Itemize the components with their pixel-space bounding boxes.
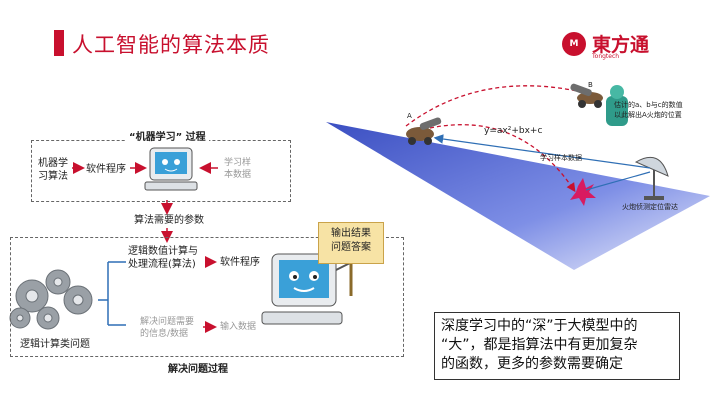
machine-learning-heading: “机器学习” 过程: [126, 128, 209, 143]
radar-line-to-cannon: [433, 134, 651, 169]
learning-samples-label: 学习样本数据: [224, 158, 252, 180]
computer-large-icon: [261, 253, 353, 325]
summary-line-2: “大”，都是指算法中有更加复杂: [441, 337, 638, 353]
summary-line-1: 深度学习中的“深”于大模型中的: [441, 318, 638, 334]
cannon-b-icon: [570, 83, 603, 108]
ml-algorithm-label: 机器学习算法: [38, 158, 68, 182]
title-accent-bar: [54, 30, 64, 56]
estimate-note: 估计的a、b与c的数值以此解出A火炮的位置: [614, 101, 683, 119]
trajectory-arc: [405, 85, 583, 127]
logo-mark-icon: M: [562, 32, 586, 56]
problem-info-label: 解决问题需要的信息/数据: [140, 317, 195, 339]
machine-learning-box: [31, 140, 291, 202]
point-b-label: B: [588, 81, 593, 89]
summary-textbox: 深度学习中的“深”于大模型中的 “大”，都是指算法中有更加复杂 的函数，更多的参…: [434, 312, 680, 380]
explosion-icon: [570, 178, 596, 206]
summary-line-3: 的函数，更多的参数需要确定: [441, 356, 623, 372]
input-data-label: 输入数据: [220, 322, 257, 332]
problem-solving-caption: 解决问题过程: [168, 364, 228, 375]
point-a-label: A: [407, 112, 412, 120]
software-program-label-2: 软件程序: [220, 257, 260, 268]
computer-small-icon: [144, 147, 198, 191]
logo-subtitle: Tongtech: [592, 53, 620, 60]
analyst-figure-icon: [606, 85, 628, 126]
radar-label: 火炮侦测定位雷达: [622, 203, 678, 211]
page-title: 人工智能的算法本质: [72, 33, 270, 57]
sample-data-label: 学习样本数据: [540, 154, 582, 162]
software-program-label: 软件程序: [86, 164, 126, 175]
problem-solving-box: [10, 237, 404, 357]
radar-line-to-target: [585, 171, 651, 191]
output-answer-sign: 输出结果问题答案: [318, 222, 384, 264]
logic-flow-label: 逻辑数值计算与处理流程(算法): [128, 246, 198, 270]
cannon-a-icon: [406, 117, 442, 145]
perspective-wedge: [326, 122, 710, 270]
algorithm-params-label: 算法需要的参数: [134, 215, 204, 226]
logic-problem-label: 逻辑计算类问题: [20, 339, 90, 350]
gear-branch-lines: [98, 261, 126, 326]
trajectory-downward: [429, 124, 576, 193]
company-logo: M 東方通 Tongtech: [562, 30, 682, 64]
radar-dish-icon: [634, 156, 669, 200]
gears-icon: [9, 269, 93, 330]
logo-name: 東方通: [592, 34, 650, 56]
equation-label: y=ax²+bx+c: [484, 126, 543, 136]
